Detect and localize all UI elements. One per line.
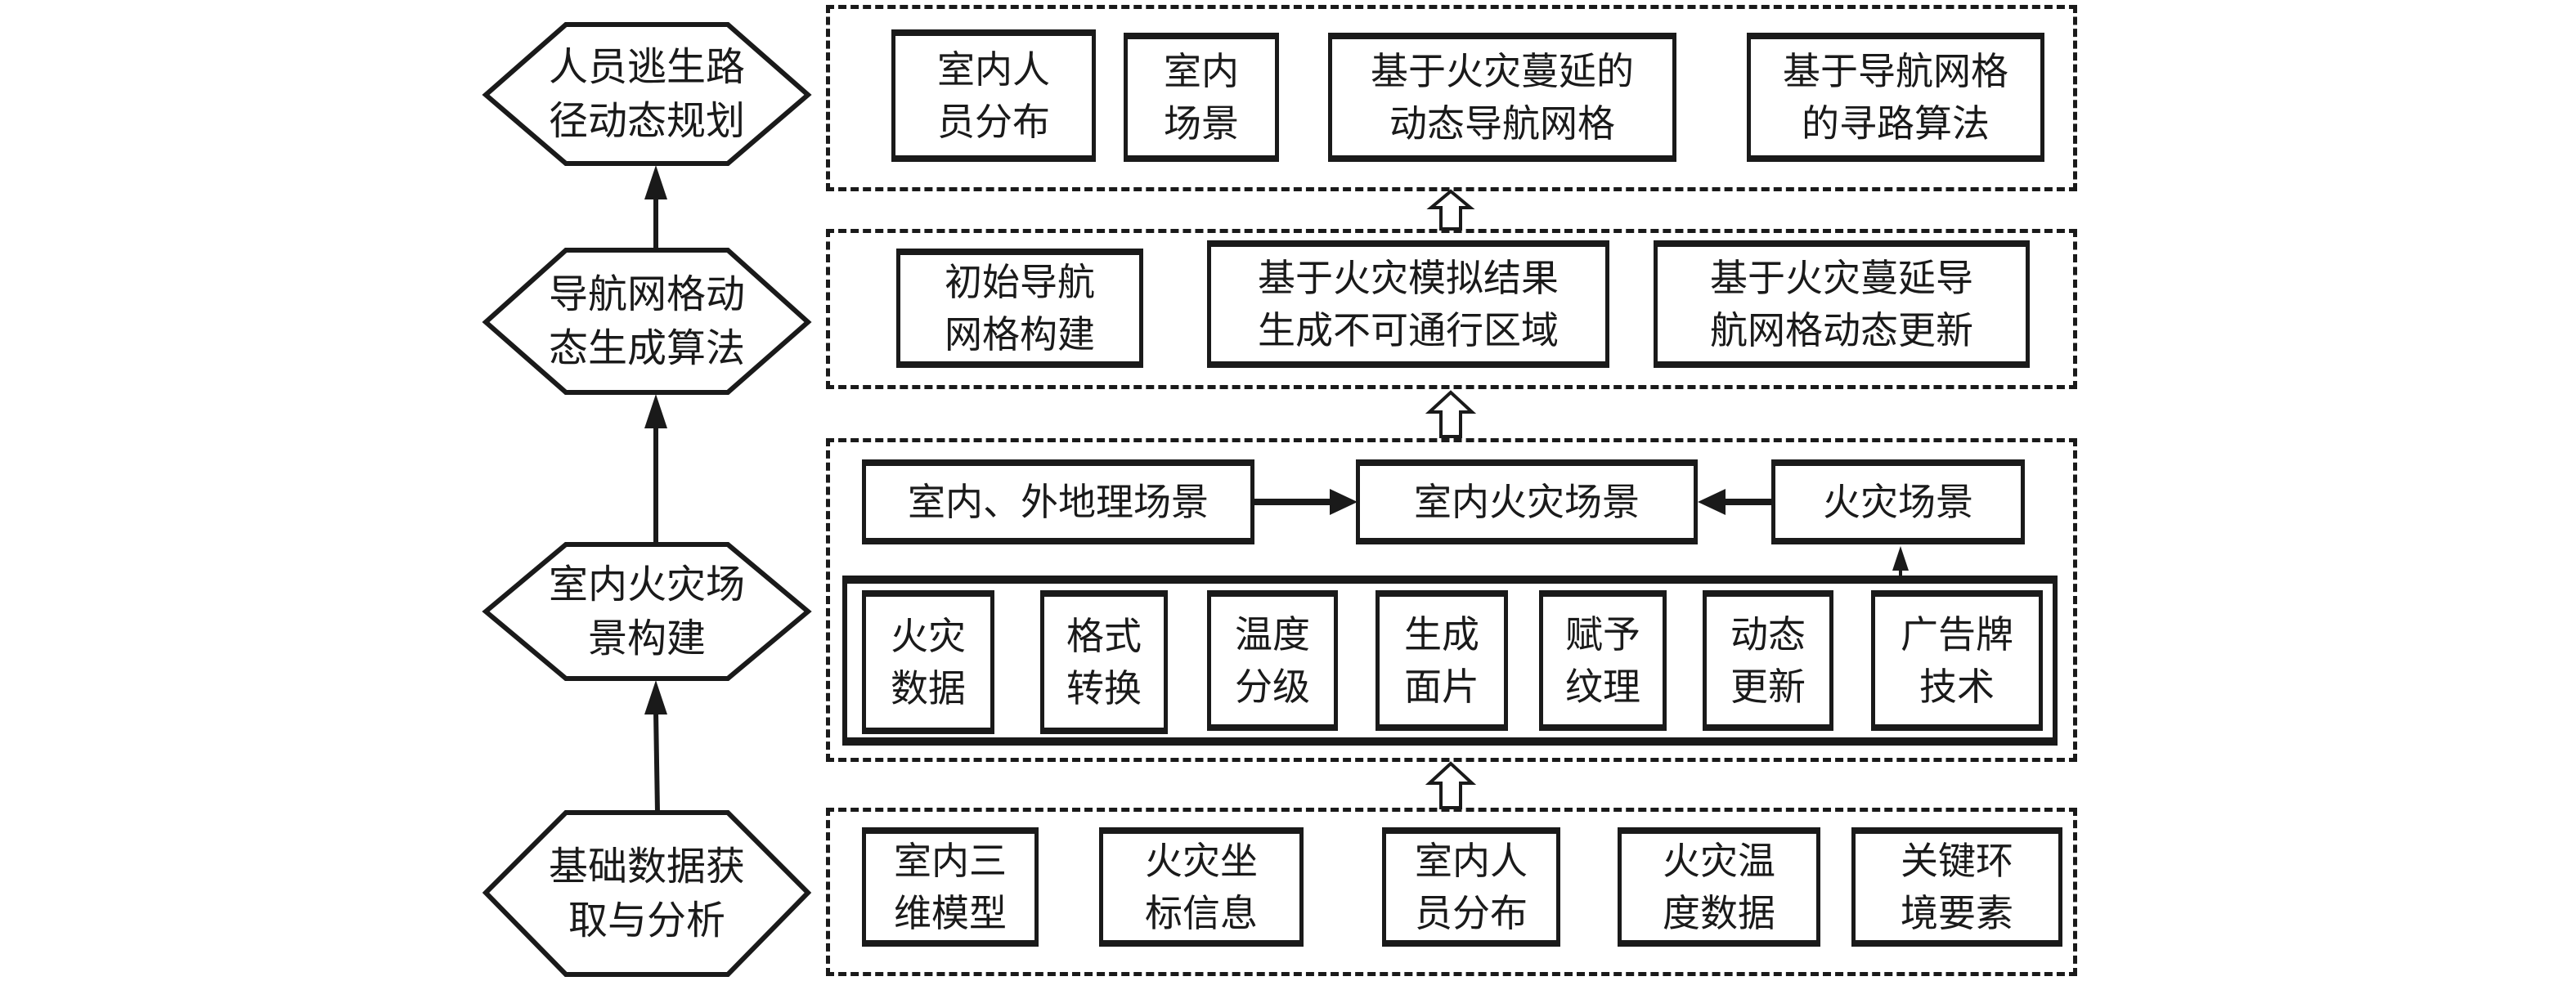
box-dynamic-navmesh: 基于火灾蔓延的 动态导航网格 xyxy=(1328,33,1676,162)
group-escape-planning xyxy=(826,5,2077,191)
process-steps-container xyxy=(842,576,2058,746)
stage-label-scene: 室内火灾场 景构建 xyxy=(548,562,745,661)
box-label: 火灾坐 标信息 xyxy=(1145,839,1258,935)
box-people-distribution: 室内人 员分布 xyxy=(1382,827,1560,947)
step-assign-texture: 赋予 纹理 xyxy=(1539,590,1667,731)
box-label: 基于导航网格 的寻路算法 xyxy=(1783,49,2008,146)
box-pathfinding: 基于导航网格 的寻路算法 xyxy=(1747,33,2044,162)
box-fire-coordinates: 火灾坐 标信息 xyxy=(1099,827,1304,947)
box-label: 基于火灾蔓延的 动态导航网格 xyxy=(1371,49,1634,146)
box-geo-scene: 室内、外地理场景 xyxy=(862,459,1254,544)
box-label: 广告牌 技术 xyxy=(1901,612,2013,709)
box-label: 基于火灾蔓延导 航网格动态更新 xyxy=(1710,256,1973,352)
stage-label-data: 基础数据获 取与分析 xyxy=(548,844,745,943)
group-basic-data xyxy=(826,808,2077,976)
box-indoor-fire-scene: 室内火灾场景 xyxy=(1356,459,1698,544)
box-label: 基于火灾模拟结果 生成不可通行区域 xyxy=(1258,256,1559,352)
box-label: 室内人 员分布 xyxy=(1415,839,1528,935)
box-label: 火灾 数据 xyxy=(891,614,966,710)
step-format-conversion: 格式 转换 xyxy=(1040,590,1168,734)
box-label: 室内三 维模型 xyxy=(894,839,1007,935)
step-dynamic-update: 动态 更新 xyxy=(1703,590,1833,731)
box-label: 温度 分级 xyxy=(1235,612,1310,709)
step-temperature-grading: 温度 分级 xyxy=(1207,590,1338,731)
box-impassable-areas: 基于火灾模拟结果 生成不可通行区域 xyxy=(1207,240,1609,368)
box-indoor-scene: 室内 场景 xyxy=(1124,33,1279,162)
box-label: 室内、外地理场景 xyxy=(908,480,1209,524)
arrow-scene-to-navmesh xyxy=(644,394,667,544)
step-fire-data: 火灾 数据 xyxy=(862,590,994,734)
hollow-arrow-data-to-scene xyxy=(1425,761,1477,809)
arrow-data-to-scene xyxy=(644,680,667,813)
box-label: 火灾场景 xyxy=(1823,480,1973,524)
box-fire-scene: 火灾场景 xyxy=(1771,459,2025,544)
box-fire-temperature: 火灾温 度数据 xyxy=(1618,827,1820,947)
box-environment-elements: 关键环 境要素 xyxy=(1851,827,2062,947)
hollow-arrow-scene-to-navmesh xyxy=(1425,390,1477,438)
box-label: 关键环 境要素 xyxy=(1901,839,2013,935)
box-label: 生成 面片 xyxy=(1404,612,1479,709)
box-label: 室内火灾场景 xyxy=(1414,480,1640,524)
stage-label-escape: 人员逃生路 径动态规划 xyxy=(548,44,745,144)
group-navmesh-generation xyxy=(826,229,2077,389)
stage-label-navmesh: 导航网格动 态生成算法 xyxy=(548,271,745,371)
group-fire-scene xyxy=(826,438,2077,762)
box-label: 动态 更新 xyxy=(1730,612,1806,709)
step-generate-patches: 生成 面片 xyxy=(1376,590,1508,731)
box-label: 赋予 纹理 xyxy=(1565,612,1640,709)
box-initial-navmesh: 初始导航 网格构建 xyxy=(896,249,1143,368)
arrow-navmesh-to-escape xyxy=(644,165,667,250)
box-indoor-people: 室内人 员分布 xyxy=(891,29,1096,162)
box-label: 格式 转换 xyxy=(1066,614,1142,710)
step-billboard-technique: 广告牌 技术 xyxy=(1871,590,2043,731)
box-label: 初始导航 网格构建 xyxy=(945,260,1095,356)
hollow-arrow-navmesh-to-escape xyxy=(1426,189,1475,231)
box-navmesh-update: 基于火灾蔓延导 航网格动态更新 xyxy=(1654,240,2030,368)
box-label: 室内人 员分布 xyxy=(937,47,1050,144)
box-3d-model: 室内三 维模型 xyxy=(862,827,1039,947)
box-label: 火灾温 度数据 xyxy=(1663,839,1775,935)
box-label: 室内 场景 xyxy=(1164,49,1239,146)
